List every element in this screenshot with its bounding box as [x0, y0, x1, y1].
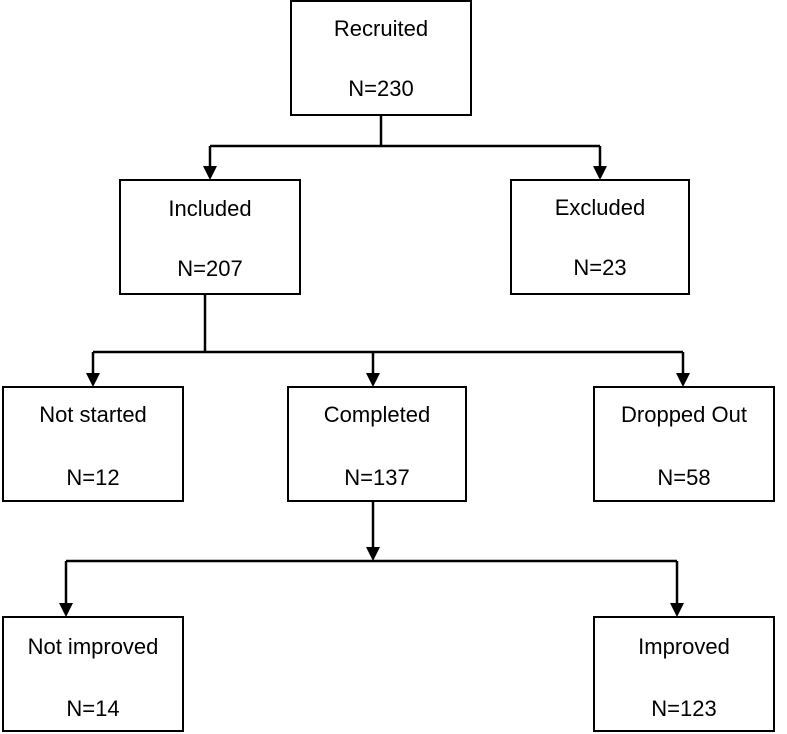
- node-recruited-title: Recruited: [334, 16, 428, 41]
- arrowhead-not-started: [86, 373, 100, 387]
- node-improved: Improved N=123: [593, 616, 775, 732]
- node-not-started-title: Not started: [39, 402, 147, 427]
- arrowhead-included: [203, 166, 217, 180]
- node-excluded-title: Excluded: [555, 195, 646, 220]
- arrowheads: [59, 166, 690, 617]
- node-completed-count: N=137: [344, 465, 409, 490]
- node-not-started: Not started N=12: [2, 386, 184, 502]
- node-included: Included N=207: [119, 179, 301, 295]
- arrowhead-completed-junction: [366, 547, 380, 561]
- node-included-count: N=207: [177, 256, 242, 281]
- node-excluded: Excluded N=23: [510, 179, 690, 295]
- node-not-started-count: N=12: [66, 465, 119, 490]
- node-dropped-out-count: N=58: [657, 465, 710, 490]
- node-improved-count: N=123: [651, 696, 716, 721]
- node-excluded-count: N=23: [573, 255, 626, 280]
- connectors: [64, 116, 685, 605]
- arrowhead-excluded: [593, 166, 607, 180]
- node-dropped-out: Dropped Out N=58: [593, 386, 775, 502]
- node-not-improved-count: N=14: [66, 696, 119, 721]
- node-not-improved: Not improved N=14: [2, 616, 184, 732]
- arrowhead-not-improved: [59, 603, 73, 617]
- node-improved-title: Improved: [638, 634, 730, 659]
- node-completed: Completed N=137: [287, 386, 467, 502]
- node-completed-title: Completed: [324, 402, 430, 427]
- node-included-title: Included: [168, 196, 251, 221]
- node-not-improved-title: Not improved: [28, 634, 159, 659]
- arrowhead-completed: [366, 373, 380, 387]
- arrowhead-improved: [670, 603, 684, 617]
- node-recruited: Recruited N=230: [290, 0, 472, 116]
- arrowhead-dropped-out: [676, 373, 690, 387]
- node-recruited-count: N=230: [348, 76, 413, 101]
- node-dropped-out-title: Dropped Out: [621, 402, 747, 427]
